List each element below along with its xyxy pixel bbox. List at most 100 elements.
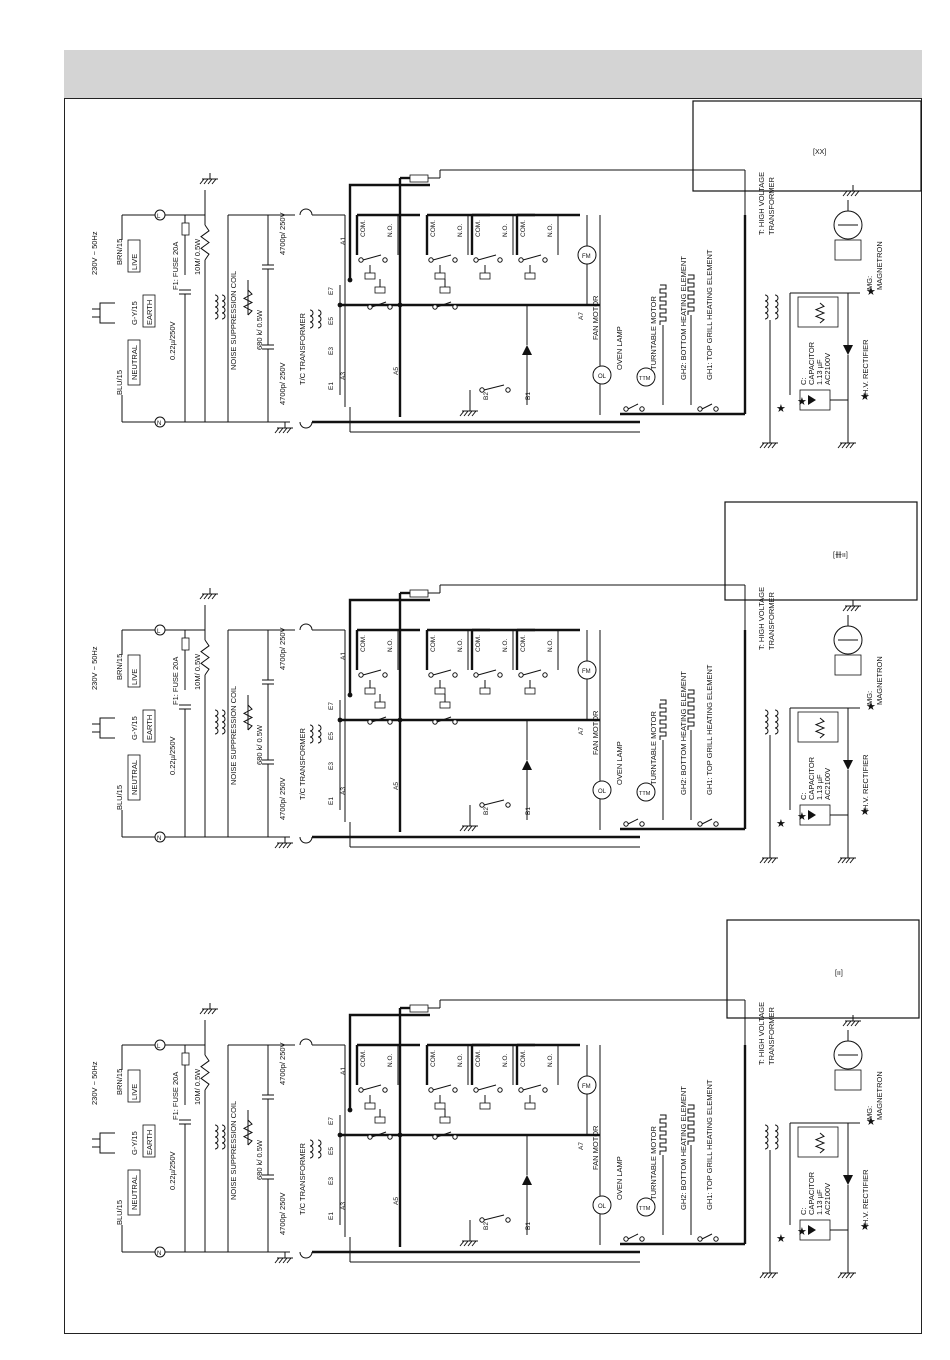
bleeder-resistor (200, 1054, 210, 1091)
switch-arm (477, 1084, 497, 1091)
relay-coil (434, 272, 446, 280)
diagram-label: FAN MOTOR (591, 1125, 600, 1170)
ground-symbol (286, 1257, 292, 1264)
switch-arm (483, 1214, 505, 1221)
ground-symbol (211, 1008, 217, 1015)
switch-arm (436, 716, 452, 723)
neutral-label-box (127, 1169, 141, 1216)
diagram-label: B1 (525, 807, 532, 815)
switch-arm (362, 254, 382, 261)
switch-contact (518, 257, 524, 263)
diagram-label: A5 (393, 782, 400, 790)
ground-symbol (841, 857, 847, 864)
diagram-label: CAPACITOR (807, 341, 816, 385)
relay-com-label: COM. (430, 635, 437, 652)
turntable-motor (636, 367, 656, 387)
relay-coil (364, 272, 376, 280)
ground-symbol (849, 857, 855, 864)
switch-contact (387, 1134, 393, 1140)
switch-arm (522, 254, 542, 261)
hv-capacitor-block (797, 296, 839, 328)
relay-coil (524, 687, 536, 695)
diagram-label: A1 (340, 237, 347, 245)
switch-contact (432, 1134, 438, 1140)
diagram-label: G-Y/15 (130, 716, 139, 740)
diagram-label: BRN/15 (115, 654, 124, 680)
diagram-label: CAPACITOR (807, 756, 816, 800)
diagram-label: GH2: BOTTOM HEATING ELEMENT (679, 256, 688, 380)
diagram-label: F1: FUSE 20A (171, 657, 180, 705)
oven-lamp-symbol: OL (598, 789, 607, 795)
diagram-label: A7 (578, 727, 585, 735)
safety-star-icon: ★ (776, 1233, 786, 1245)
diagram-label: E5 (328, 317, 335, 325)
switch-contact (639, 1236, 645, 1242)
switch-contact (452, 1134, 458, 1140)
switch-contact (367, 719, 373, 725)
hv-rectifier (843, 345, 853, 355)
magnetron-cap-block (834, 654, 862, 676)
bottom-heating-element (659, 284, 667, 325)
ground-symbol (771, 857, 777, 864)
tc-transformer-coil (317, 724, 322, 744)
ground-symbol (849, 1272, 855, 1279)
diagram-label: TRANSFORMER (767, 592, 776, 651)
diagram-label: CAPACITOR (807, 1171, 816, 1215)
turntable-motor-symbol: TTM (639, 1206, 651, 1212)
switch-arm (522, 1084, 542, 1091)
ground-symbol (459, 1240, 465, 1247)
ground-symbol (282, 842, 288, 849)
ground-symbol (767, 1272, 773, 1279)
relay-coil (434, 1102, 446, 1110)
legend-symbol: [卌ıı] (833, 551, 848, 559)
junction-dot (347, 692, 353, 698)
diagram-label: TURNTABLE MOTOR (649, 296, 658, 370)
bleeder-resistor (814, 302, 826, 324)
diagram-label: A3 (340, 372, 347, 380)
switch-contact (387, 304, 393, 310)
ground-symbol (854, 1020, 860, 1027)
terminal-n-label: N (157, 836, 161, 842)
tc-transformer-coil (309, 724, 314, 744)
relay-coil (479, 1102, 491, 1110)
switch-contact (713, 1236, 719, 1242)
switch-arm (477, 254, 497, 261)
relay-coil (374, 1116, 386, 1124)
switch-arm (701, 403, 713, 410)
safety-star-icon: ★ (860, 806, 870, 818)
ground-symbol (767, 442, 773, 449)
switch-contact (382, 1087, 388, 1093)
relay-no-label: N.O. (502, 1053, 509, 1067)
thermal-cutout (299, 623, 313, 631)
diagram-label: GH1: TOP GRILL HEATING ELEMENT (705, 664, 714, 795)
ground-symbol (463, 1240, 469, 1247)
switch-contact (518, 1087, 524, 1093)
fuse (181, 637, 190, 651)
diagram-label: GH1: TOP GRILL HEATING ELEMENT (705, 249, 714, 380)
diagram-label: 4700p/ 250V (278, 627, 287, 670)
diagram-label: TURNTABLE MOTOR (649, 1126, 658, 1200)
ground-symbol (771, 1272, 777, 1279)
tc-transformer-coil (317, 309, 322, 329)
diagram-label: A7 (578, 1142, 585, 1150)
earth-label-box (142, 294, 156, 328)
diagram-label: 230V ~ 50Hz (90, 1061, 99, 1105)
diagram-label: GH2: BOTTOM HEATING ELEMENT (679, 1086, 688, 1210)
diagram-label: 4700p/ 250V (278, 362, 287, 405)
resistor-680k (242, 1119, 254, 1146)
terminal-l-label: L (157, 214, 161, 220)
resistor-680k (242, 704, 254, 731)
diagram-label: NOISE SUPPRESSION COIL (229, 686, 238, 785)
switch-contact (382, 672, 388, 678)
diagram-label: LIVE (130, 669, 139, 685)
switch-contact (473, 257, 479, 263)
ground-symbol (203, 593, 209, 600)
relay-com-label: COM. (475, 1050, 482, 1067)
switch-contact (697, 821, 703, 827)
diagram-label: E1 (328, 1212, 335, 1220)
diagram-label: BRN/15 (115, 239, 124, 265)
switch-contact (623, 821, 629, 827)
diagram-label: G-Y/15 (130, 301, 139, 325)
diagram-label: 4700p/ 250V (278, 1192, 287, 1235)
ground-symbol (845, 1272, 851, 1279)
